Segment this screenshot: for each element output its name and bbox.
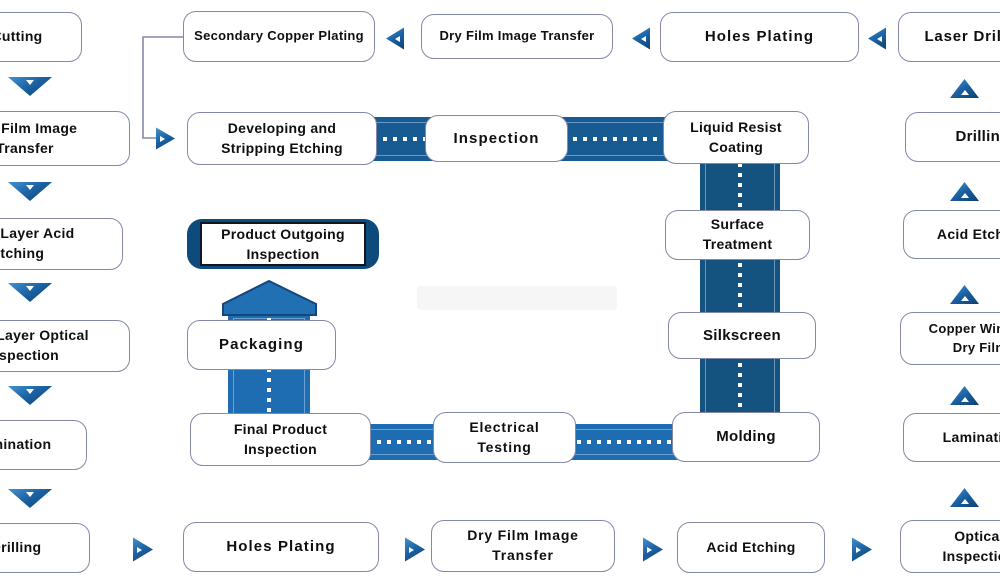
arrow-left-icon	[632, 27, 650, 50]
arrow-up-icon	[950, 488, 979, 507]
node-secondary-copper-plating: Secondary Copper Plating	[183, 11, 375, 62]
arrow-up-icon	[950, 285, 979, 304]
arrow-left-icon	[868, 27, 886, 50]
arrow-right-icon	[133, 537, 153, 562]
arrow-down-icon	[7, 77, 53, 96]
node-lamination-right: Lamination	[903, 413, 1000, 462]
node-holes-plating-top: Holes Plating	[660, 12, 859, 62]
flow-band-vertical	[700, 158, 780, 448]
node-acid-etching-bottom: Acid Etching	[677, 522, 825, 573]
node-drilling-right: Drilling	[905, 112, 1000, 162]
node-dry-film-image-transfer-top: Dry Film Image Transfer	[421, 14, 613, 59]
node-packaging: Packaging	[187, 320, 336, 370]
node-dry-film-image-transfer-left: Dry Film Image Transfer	[0, 111, 130, 166]
node-optical-inspection: Optical Inspection	[900, 520, 1000, 573]
arrow-down-icon	[7, 489, 53, 508]
node-electrical-testing: Electrical Testing	[433, 412, 576, 463]
node-developing-and-stripping-etching: Developing and Stripping Etching	[187, 112, 377, 165]
watermark-rect	[417, 286, 617, 310]
arrow-right-icon	[405, 537, 425, 562]
arrow-right-icon	[852, 537, 872, 562]
node-lamination-left: Lamination	[0, 420, 87, 470]
arrow-left-icon	[386, 27, 404, 50]
node-inspection: Inspection	[425, 115, 568, 162]
node-dry-film-image-transfer-bottom: Dry Film Image Transfer	[431, 520, 615, 572]
node-surface-treatment: Surface Treatment	[665, 210, 810, 260]
node-product-outgoing-inspection: Product Outgoing Inspection	[187, 219, 379, 269]
arrow-down-icon	[7, 386, 53, 405]
node-drilling-left: Drilling	[0, 523, 90, 573]
node-inner-layer-acid-etching: Inner Layer Acid Etching	[0, 218, 123, 270]
big-up-arrow-head-icon	[222, 279, 317, 316]
node-silkscreen: Silkscreen	[668, 312, 816, 359]
node-copper-window-dry-film: Copper Window Dry Film	[900, 312, 1000, 365]
arrow-up-icon	[950, 386, 979, 405]
node-inner-layer-optical-inspection: Inner Layer Optical Inspection	[0, 320, 130, 372]
node-laser-drilling: Laser Drilling	[898, 12, 1000, 62]
arrow-down-icon	[7, 283, 53, 302]
arrow-right-icon	[156, 127, 175, 150]
arrow-up-icon	[950, 79, 979, 98]
arrow-right-icon	[643, 537, 663, 562]
node-liquid-resist-coating: Liquid Resist Coating	[663, 111, 809, 164]
arrow-up-icon	[950, 182, 979, 201]
product-outgoing-inspection-label: Product Outgoing Inspection	[200, 222, 366, 266]
node-cutting: Cutting	[0, 12, 82, 62]
node-acid-etching-right: Acid Etching	[903, 210, 1000, 259]
node-final-product-inspection: Final Product Inspection	[190, 413, 371, 466]
node-holes-plating-bottom: Holes Plating	[183, 522, 379, 572]
node-molding: Molding	[672, 412, 820, 462]
arrow-down-icon	[7, 182, 53, 201]
